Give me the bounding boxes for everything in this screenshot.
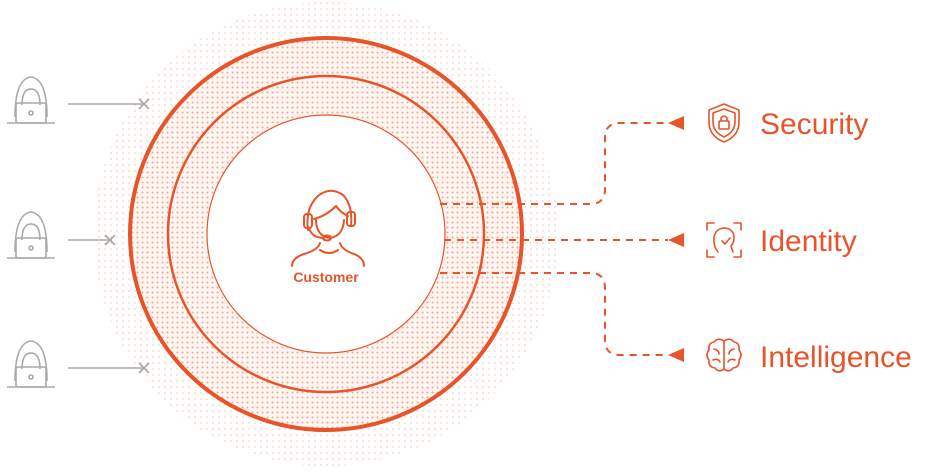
inner-customer-circle [206, 114, 446, 354]
security-connector [440, 122, 668, 205]
blocked-x-icon [138, 98, 150, 110]
attacker-3 [7, 340, 150, 388]
layer-security: Security [708, 103, 868, 143]
connector-arrowheads [668, 116, 684, 362]
hooded-hacker-laptop-icon [7, 340, 55, 388]
attacker-1 [7, 76, 150, 124]
layer-intelligence: Intelligence [706, 338, 912, 374]
layer-connectors [440, 122, 668, 356]
hooded-hacker-laptop-icon [7, 76, 55, 124]
customer-label: Customer [293, 269, 359, 285]
layer-label-intelligence: Intelligence [760, 341, 912, 374]
brain-icon [706, 338, 742, 372]
hooded-hacker-laptop-icon [7, 211, 55, 259]
blocked-x-icon [104, 234, 116, 246]
identity-arrowhead [668, 233, 684, 247]
intelligence-arrowhead [668, 348, 684, 362]
blocked-x-icon [138, 362, 150, 374]
attacker-2 [7, 211, 116, 259]
security-arrowhead [668, 116, 684, 130]
layer-label-identity: Identity [760, 225, 857, 258]
layer-identity: Identity [706, 222, 857, 258]
layer-label-security: Security [760, 108, 868, 141]
outer-protection-ring [128, 36, 524, 432]
face-scan-icon [706, 222, 742, 258]
shield-lock-icon [708, 103, 740, 143]
intelligence-connector [440, 272, 668, 356]
middle-protection-ring [166, 74, 486, 394]
customer-headset-icon [291, 189, 365, 267]
